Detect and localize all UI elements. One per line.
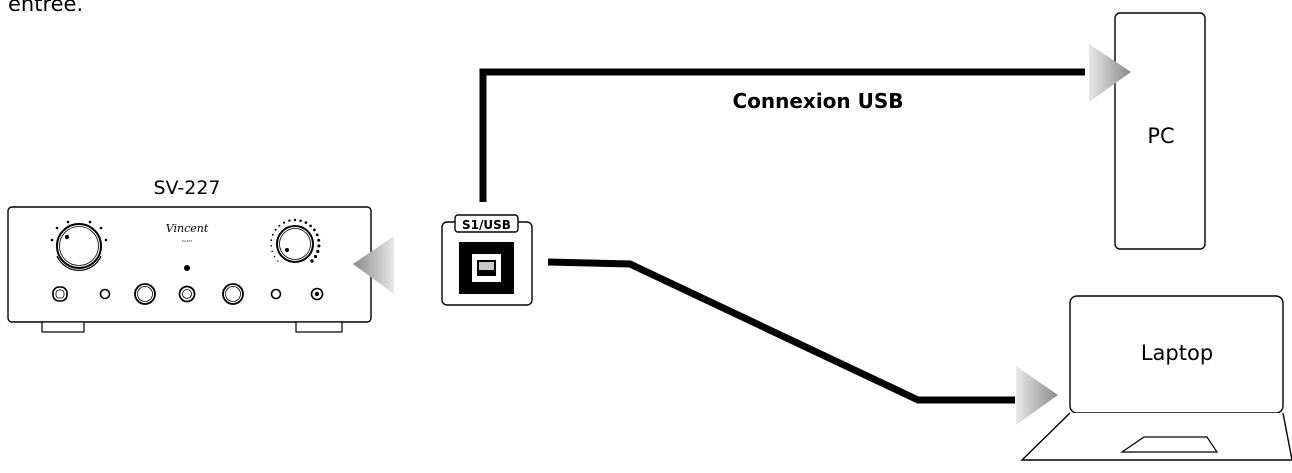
amplifier-front-panel: Vincent SV-227 [7, 206, 372, 333]
usb-b-socket-icon [459, 242, 514, 294]
volume-tick-dot [274, 228, 277, 231]
input-arrow-amplifier [353, 236, 394, 294]
mode-button [99, 288, 111, 300]
mute-button [270, 288, 282, 300]
volume-tick-dot [309, 224, 312, 228]
volume-tick-dot [316, 249, 320, 253]
volume-tick-dot [278, 224, 281, 227]
pc-tower [1114, 12, 1206, 250]
volume-tick-dot [277, 260, 279, 262]
input-arrow-pc [1089, 44, 1131, 102]
laptop-illustration [1020, 295, 1292, 461]
standby-switch [52, 286, 68, 302]
bass-knob [134, 283, 156, 305]
volume-tick-dot [270, 245, 272, 247]
usb-cable-to-laptop [547, 258, 1015, 404]
volume-tick-dot [271, 233, 274, 236]
laptop-label: Laptop [1141, 341, 1213, 365]
brand-logo: Vincent [166, 222, 209, 235]
volume-tick-dot [313, 228, 316, 232]
volume-tick-dot [304, 221, 308, 224]
input-arrow-laptop [1016, 366, 1058, 425]
treble-knob [222, 283, 244, 305]
laptop-trackpad [1120, 436, 1219, 453]
volume-tick-dot [299, 219, 302, 222]
usb-port-label: S1/USB [462, 218, 511, 232]
volume-tick-dot [273, 255, 276, 258]
usb-port-module: S1/USB [441, 214, 533, 306]
right-foot [295, 321, 343, 333]
power-led [184, 265, 190, 271]
volume-knob [270, 218, 321, 263]
volume-tick-dot [315, 233, 319, 237]
power-button [178, 285, 196, 303]
front-model-text: SV-227 [182, 239, 193, 243]
pc-label: PC [1147, 124, 1174, 148]
volume-tick-dot [288, 219, 291, 222]
volume-tick-dot [271, 250, 274, 253]
volume-tick-dot [270, 239, 273, 242]
volume-tick-dot [283, 221, 286, 224]
top-text-fragment: entrée. [8, 0, 84, 16]
volume-tick-dot [293, 218, 297, 222]
headphone-jack [310, 287, 324, 301]
volume-tick-dot [317, 238, 321, 242]
connection-label: Connexion USB [732, 89, 903, 113]
usb-cable-to-pc [479, 68, 1085, 202]
volume-tick-dot [313, 254, 318, 259]
amplifier-model-label: SV-227 [153, 177, 220, 199]
input-selector-knob [50, 220, 108, 272]
usb-port-label-tab [454, 214, 519, 233]
volume-tick-dot [310, 259, 314, 263]
left-foot [41, 321, 85, 333]
volume-tick-dot [317, 244, 321, 248]
